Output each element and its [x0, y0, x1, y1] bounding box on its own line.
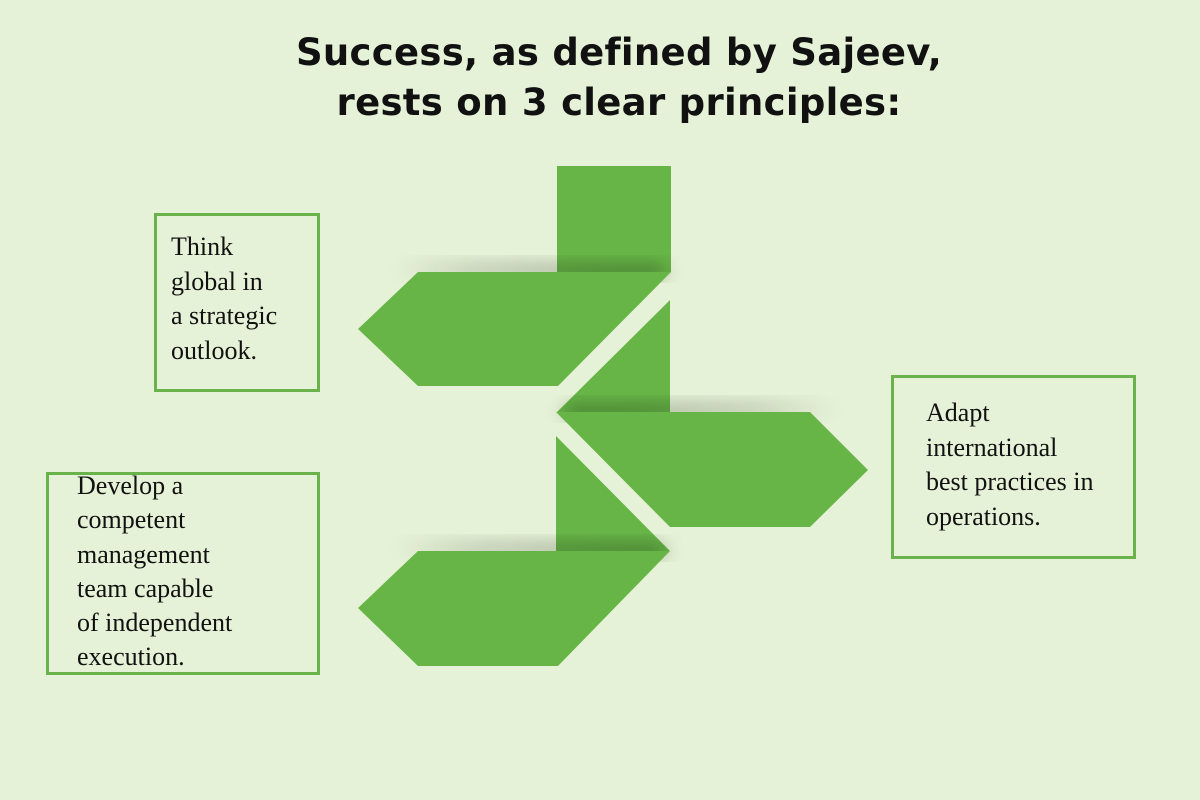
principle-text: global in — [171, 266, 263, 296]
principle-text: execution. — [77, 642, 185, 672]
principle-text: Adapt — [926, 398, 990, 427]
diagram-title: Success, as defined by Sajeev, rests on … — [0, 28, 1200, 128]
step-2-arrow — [556, 412, 868, 527]
principle-box-think-global: Think global in a strategic outlook. — [154, 213, 320, 392]
principle-text: team capable — [77, 573, 214, 603]
step-3-connector — [556, 436, 670, 551]
principle-box-adapt-best-practices: Adapt international best practices in op… — [891, 375, 1136, 559]
arrow-step-2 — [556, 300, 868, 527]
title-line-1: Success, as defined by Sajeev, — [295, 31, 943, 74]
title-line-2: rests on 3 clear principles: — [336, 81, 902, 124]
principle-text: competent — [77, 505, 186, 535]
principle-text: Develop a — [77, 471, 184, 500]
principle-text: of independent — [77, 608, 233, 638]
arrow-step-1 — [358, 166, 671, 386]
principle-text: operations. — [926, 501, 1041, 531]
principle-text: a strategic — [171, 301, 278, 330]
step-1-arrow — [358, 272, 671, 386]
principle-text: Think — [171, 232, 234, 261]
principle-text: outlook. — [171, 335, 257, 365]
principle-text: management — [77, 539, 210, 569]
principle-text: international — [926, 432, 1058, 462]
step-3-arrow — [358, 551, 670, 666]
principle-text: best practices in — [926, 467, 1094, 496]
step-1-connector — [557, 166, 671, 272]
step-2-connector — [557, 300, 670, 412]
principle-box-develop-team: Develop a competent management team capa… — [46, 471, 320, 675]
arrow-step-3 — [358, 436, 670, 666]
